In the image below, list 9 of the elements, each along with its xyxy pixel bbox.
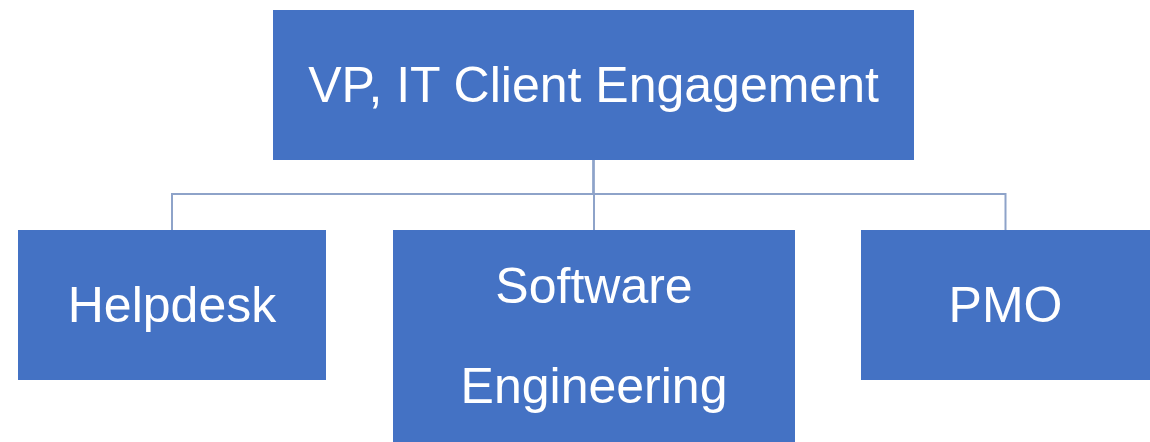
org-box: [273, 10, 914, 160]
box-label: PMO: [948, 276, 1063, 335]
connector-line: [592, 159, 1007, 231]
box-label: Software Engineering: [459, 257, 729, 416]
org-box: [393, 230, 795, 442]
box-label: VP, IT Client Engagement: [308, 56, 879, 115]
org-box: [861, 230, 1150, 380]
org-box: [18, 230, 326, 380]
box-label: Helpdesk: [67, 276, 277, 335]
